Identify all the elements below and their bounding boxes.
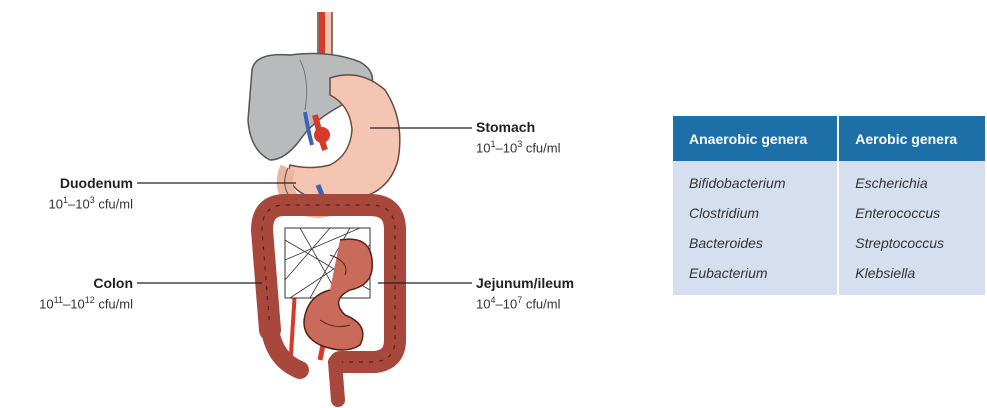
- table-cell: Streptococcus: [838, 228, 985, 258]
- table-cell: Escherichia: [838, 161, 985, 198]
- table-cell: Bifidobacterium: [673, 161, 838, 198]
- header-anaerobic: Anaerobic genera: [673, 116, 838, 161]
- jejunum-name: Jejunum/ileum: [476, 275, 574, 291]
- stomach-name: Stomach: [476, 119, 535, 135]
- table-header-row: Anaerobic genera Aerobic genera: [673, 116, 985, 161]
- stomach-label: Stomach 101–103 cfu/ml: [476, 120, 561, 154]
- jejunum-count: 104–107 cfu/ml: [476, 296, 574, 310]
- table-cell: Klebsiella: [838, 258, 985, 295]
- table-row: Clostridium Enterococcus: [673, 198, 985, 228]
- duodenum-label: Duodenum 101–103 cfu/ml: [10, 176, 133, 210]
- duodenum-count: 101–103 cfu/ml: [10, 196, 133, 210]
- colon-name: Colon: [93, 275, 133, 291]
- genera-table: Anaerobic genera Aerobic genera Bifidoba…: [673, 116, 985, 295]
- jejunum-label: Jejunum/ileum 104–107 cfu/ml: [476, 276, 574, 310]
- table-row: Bifidobacterium Escherichia: [673, 161, 985, 198]
- table-row: Eubacterium Klebsiella: [673, 258, 985, 295]
- duodenum-name: Duodenum: [60, 175, 133, 191]
- colon-count: 1011–1012 cfu/ml: [0, 296, 133, 310]
- table-cell: Bacteroides: [673, 228, 838, 258]
- table-cell: Eubacterium: [673, 258, 838, 295]
- table-cell: Clostridium: [673, 198, 838, 228]
- header-aerobic: Aerobic genera: [838, 116, 985, 161]
- rectum: [335, 362, 338, 400]
- stomach-count: 101–103 cfu/ml: [476, 140, 561, 154]
- table-cell: Enterococcus: [838, 198, 985, 228]
- table-row: Bacteroides Streptococcus: [673, 228, 985, 258]
- colon-label: Colon 1011–1012 cfu/ml: [0, 276, 133, 310]
